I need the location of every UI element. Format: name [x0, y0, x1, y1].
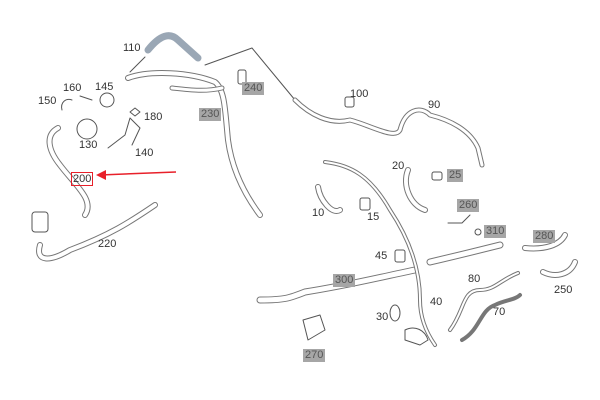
part-label: 260 — [457, 199, 480, 212]
part-label: 80 — [468, 273, 481, 285]
callout-arrow-line — [99, 171, 177, 176]
part-label: 310 — [484, 225, 507, 238]
part-label: 25 — [447, 169, 464, 182]
part-15-fitting — [359, 197, 371, 211]
part-label: 100 — [350, 88, 369, 100]
part-label: 40 — [430, 296, 443, 308]
part-260-bracket — [447, 214, 471, 224]
part-label: 150 — [38, 95, 57, 107]
part-label: 280 — [533, 230, 556, 243]
leader-line-110 — [129, 56, 146, 73]
part-label: 15 — [367, 211, 380, 223]
part-label: 240 — [242, 82, 265, 95]
part-label: 145 — [95, 81, 114, 93]
part-label: 20 — [392, 160, 405, 172]
part-150-clip — [61, 99, 73, 111]
part-180-nut — [129, 107, 141, 117]
part-30-grommet — [389, 304, 401, 322]
part-130-pump — [76, 118, 98, 140]
valve-part — [31, 211, 49, 233]
part-label: 300 — [333, 274, 356, 287]
part-40-assembly — [404, 327, 429, 346]
part-140-bracket — [107, 117, 141, 149]
part-label: 220 — [98, 238, 117, 250]
part-145-ring — [99, 92, 115, 108]
part-label: 180 — [144, 111, 163, 123]
part-label: 250 — [554, 284, 573, 296]
part-label: 130 — [79, 139, 98, 151]
part-label: 230 — [199, 108, 222, 121]
part-label: 90 — [428, 99, 441, 111]
part-45-clamp — [394, 249, 406, 263]
part-160-bolt — [79, 95, 93, 101]
leader-line-bracket — [204, 47, 296, 101]
hose-110 — [144, 32, 202, 62]
callout-arrow-head — [96, 170, 106, 180]
part-270-shield — [302, 314, 326, 341]
part-310-clip — [474, 228, 482, 236]
part-label: 10 — [312, 207, 325, 219]
part-label: 160 — [63, 82, 82, 94]
part-label: 70 — [493, 306, 506, 318]
part-label-highlighted-callout: 200 — [71, 172, 94, 186]
part-25-fitting — [431, 171, 443, 181]
hose-230 — [125, 70, 263, 218]
part-label: 45 — [375, 250, 388, 262]
part-label: 30 — [376, 311, 389, 323]
part-label: 110 — [123, 42, 141, 54]
hose-70 — [460, 293, 522, 342]
hose-220 — [36, 202, 158, 262]
part-100-clip — [344, 96, 355, 108]
part-label: 270 — [303, 349, 326, 362]
part-label: 140 — [135, 147, 154, 159]
